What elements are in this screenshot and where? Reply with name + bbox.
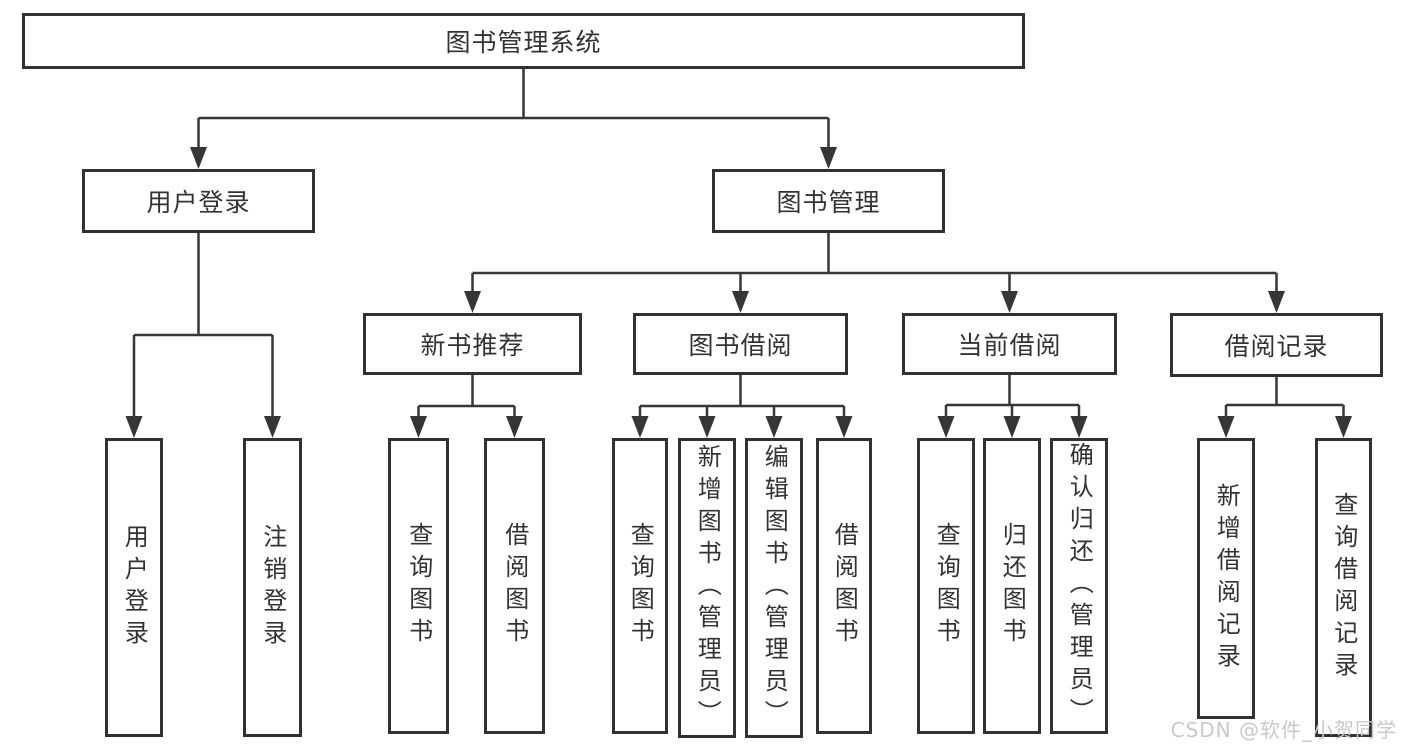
edge-borrow-records-arrowhead-icon [1268,291,1285,313]
node-label-leaf-bb-borrow: 借阅图书 [830,522,859,650]
node-label-leaf-nbr-borrow: 借阅图书 [500,522,529,650]
edge-leaf-bb-add-arrowhead-icon [698,416,716,438]
node-leaf-bb-query: 查询图书 [612,438,668,734]
node-leaf-logout: 注销登录 [243,438,302,737]
edge-leaf-bb-borrow-arrowhead-icon [835,416,853,438]
node-borrow-records: 借阅记录 [1170,313,1383,377]
node-leaf-cb-query: 查询图书 [917,438,975,734]
node-leaf-br-query: 查询借阅记录 [1315,438,1372,737]
node-label-leaf-br-query: 查询借阅记录 [1329,491,1358,684]
node-leaf-br-add: 新增借阅记录 [1197,438,1255,719]
edge-leaf-logout-arrowhead-icon [264,416,281,438]
edge-leaf-br-query-arrowhead-icon [1335,416,1352,438]
edge-leaf-nbr-query-arrowhead-icon [410,416,427,438]
edge-new-book-rec-arrowhead-icon [464,291,481,313]
node-book-borrow: 图书借阅 [633,313,848,375]
node-label-leaf-bb-query: 查询图书 [626,522,655,650]
node-leaf-cb-return: 归还图书 [983,438,1041,734]
node-label-leaf-br-add: 新增借阅记录 [1212,482,1241,675]
node-label-new-book-rec: 新书推荐 [420,331,525,360]
node-label-leaf-bb-add: 新增图书（管理员） [693,444,722,732]
node-leaf-bb-borrow: 借阅图书 [816,438,872,734]
node-new-book-rec: 新书推荐 [363,313,582,375]
node-leaf-nbr-borrow: 借阅图书 [484,438,545,734]
node-label-leaf-nbr-query: 查询图书 [404,522,433,650]
edge-current-borrow-arrowhead-icon [1001,291,1018,313]
node-label-leaf-cb-confirm: 确认归还（管理员） [1065,442,1094,730]
node-label-book-mgmt: 图书管理 [776,188,881,217]
edge-book-borrow-arrowhead-icon [732,291,749,313]
node-label-leaf-user-login: 用户登录 [120,523,149,652]
edge-leaf-cb-return-arrowhead-icon [1003,416,1021,438]
node-label-leaf-logout: 注销登录 [258,523,287,652]
node-leaf-bb-edit: 编辑图书（管理员） [745,438,803,738]
node-leaf-user-login: 用户登录 [105,438,163,737]
edge-leaf-br-add-arrowhead-icon [1217,416,1235,438]
edge-user-login-arrowhead-icon [190,147,207,169]
node-label-borrow-records: 借阅记录 [1224,332,1329,361]
node-label-leaf-bb-edit: 编辑图书（管理员） [760,444,789,732]
node-label-root: 图书管理系统 [445,28,602,57]
node-book-mgmt: 图书管理 [712,169,945,233]
node-label-user-login: 用户登录 [146,188,251,217]
node-current-borrow: 当前借阅 [902,313,1117,375]
edge-leaf-nbr-borrow-arrowhead-icon [506,416,523,438]
node-leaf-nbr-query: 查询图书 [388,438,449,734]
edge-leaf-bb-edit-arrowhead-icon [765,416,783,438]
node-leaf-cb-confirm: 确认归还（管理员） [1050,438,1108,734]
node-label-leaf-cb-return: 归还图书 [998,522,1027,650]
node-label-book-borrow: 图书借阅 [688,331,793,360]
edge-leaf-cb-query-arrowhead-icon [937,416,955,438]
node-root: 图书管理系统 [22,13,1025,69]
node-label-leaf-cb-query: 查询图书 [932,522,961,650]
edge-leaf-user-login-arrowhead-icon [125,416,143,438]
node-label-current-borrow: 当前借阅 [957,331,1062,360]
edge-leaf-bb-query-arrowhead-icon [631,416,649,438]
edge-book-mgmt-arrowhead-icon [820,147,837,169]
node-leaf-bb-add: 新增图书（管理员） [678,438,736,738]
edge-leaf-cb-confirm-arrowhead-icon [1070,416,1088,438]
node-user-login: 用户登录 [82,169,315,233]
